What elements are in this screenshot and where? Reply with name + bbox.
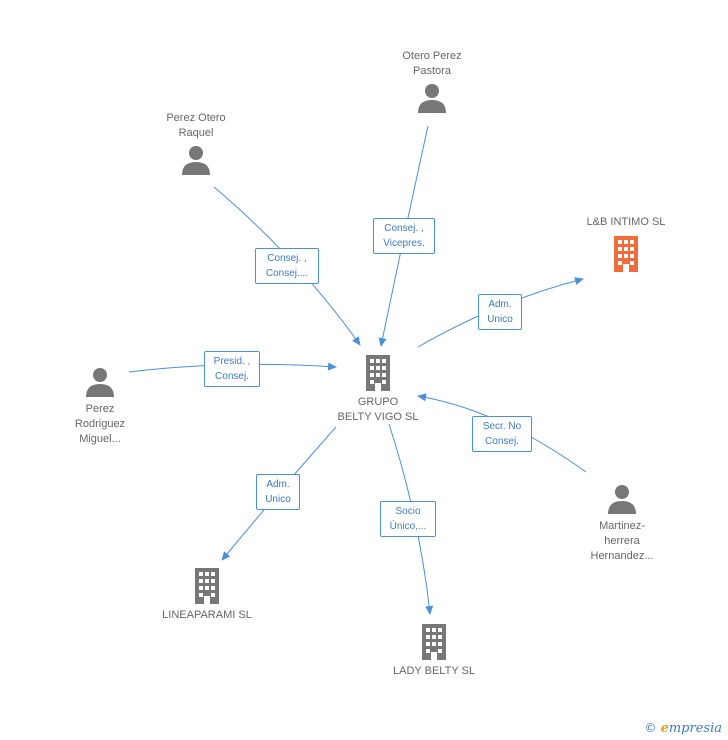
node-label: Raquel <box>178 127 214 139</box>
brand-name: mpresia <box>668 721 722 736</box>
node-label: Miguel... <box>79 433 121 445</box>
node-label: Otero Perez <box>402 50 462 62</box>
building-icon <box>422 624 446 660</box>
node-perez-otero-raquel[interactable]: Perez Otero Raquel <box>136 111 256 175</box>
brand-initial: e <box>660 721 669 736</box>
node-label: L&B INTIMO SL <box>586 216 666 228</box>
building-icon <box>195 568 219 604</box>
node-label: Pastora <box>413 65 451 77</box>
building-icon <box>366 355 390 391</box>
edge-label-martinez[interactable]: Secr. No Consej. <box>472 416 532 452</box>
node-label: Martinez- <box>599 520 645 532</box>
edge-label-line: Presid. , <box>213 356 251 367</box>
node-label: LADY BELTY SL <box>393 665 475 677</box>
person-icon <box>182 146 210 175</box>
node-label: Perez <box>85 403 115 415</box>
edge-label-line: Adm. <box>488 299 512 310</box>
node-martinez-herrera-hernandez[interactable]: Martinez- herrera Hernandez... <box>562 484 682 564</box>
node-label: Hernandez... <box>590 550 654 562</box>
node-label: LINEAPARAMI SL <box>162 609 252 621</box>
node-lb-intimo[interactable]: L&B INTIMO SL <box>566 215 686 272</box>
edge-label-otero-perez[interactable]: Consej. , Vicepres. <box>373 218 435 254</box>
edge-label-line: Consej. , <box>384 223 424 234</box>
edge-label-lineaparami[interactable]: Adm. Unico <box>256 474 300 510</box>
edge-label-perez-otero[interactable]: Consej. , Consej.... <box>255 248 319 284</box>
node-lady-belty[interactable]: LADY BELTY SL <box>374 624 494 679</box>
edge-label-lb-intimo[interactable]: Adm. Unico <box>478 294 522 330</box>
edge-label-line: Socio <box>395 506 421 517</box>
node-otero-perez-pastora[interactable]: Otero Perez Pastora <box>372 49 492 113</box>
edge-label-line: Consej. <box>485 436 519 447</box>
node-grupo-belty-vigo[interactable]: GRUPO BELTY VIGO SL <box>318 355 438 425</box>
node-label: GRUPO <box>357 396 399 408</box>
node-perez-rodriguez-miguel[interactable]: Perez Rodriguez Miguel... <box>40 367 160 447</box>
empresia-watermark: © empresia <box>644 721 722 736</box>
edge-label-line: Consej.... <box>265 268 309 279</box>
edge-label-line: Unico <box>265 494 291 505</box>
edge-label-line: Vicepres. <box>383 238 425 249</box>
edge-label-line: Unico <box>487 314 513 325</box>
edge-label-line: Consej. <box>215 371 249 382</box>
copyright-symbol: © <box>644 721 657 735</box>
node-label: Rodriguez <box>74 418 126 430</box>
node-label: BELTY VIGO SL <box>337 411 419 423</box>
node-lineaparami[interactable]: LINEAPARAMI SL <box>147 568 267 623</box>
edge-label-line: Secr. No <box>482 421 522 432</box>
person-icon <box>418 84 446 113</box>
edge-label-line: Adm. <box>266 479 290 490</box>
node-label: herrera <box>604 535 640 547</box>
edge-label-line: Único,... <box>389 521 427 532</box>
edge-label-lady-belty[interactable]: Socio Único,... <box>380 501 436 537</box>
node-label: Perez Otero <box>166 112 226 124</box>
person-icon <box>608 485 636 514</box>
building-icon <box>614 236 638 272</box>
edge-label-perez-rodriguez[interactable]: Presid. , Consej. <box>204 351 260 387</box>
person-icon <box>86 368 114 397</box>
edge-label-line: Consej. , <box>267 253 307 264</box>
